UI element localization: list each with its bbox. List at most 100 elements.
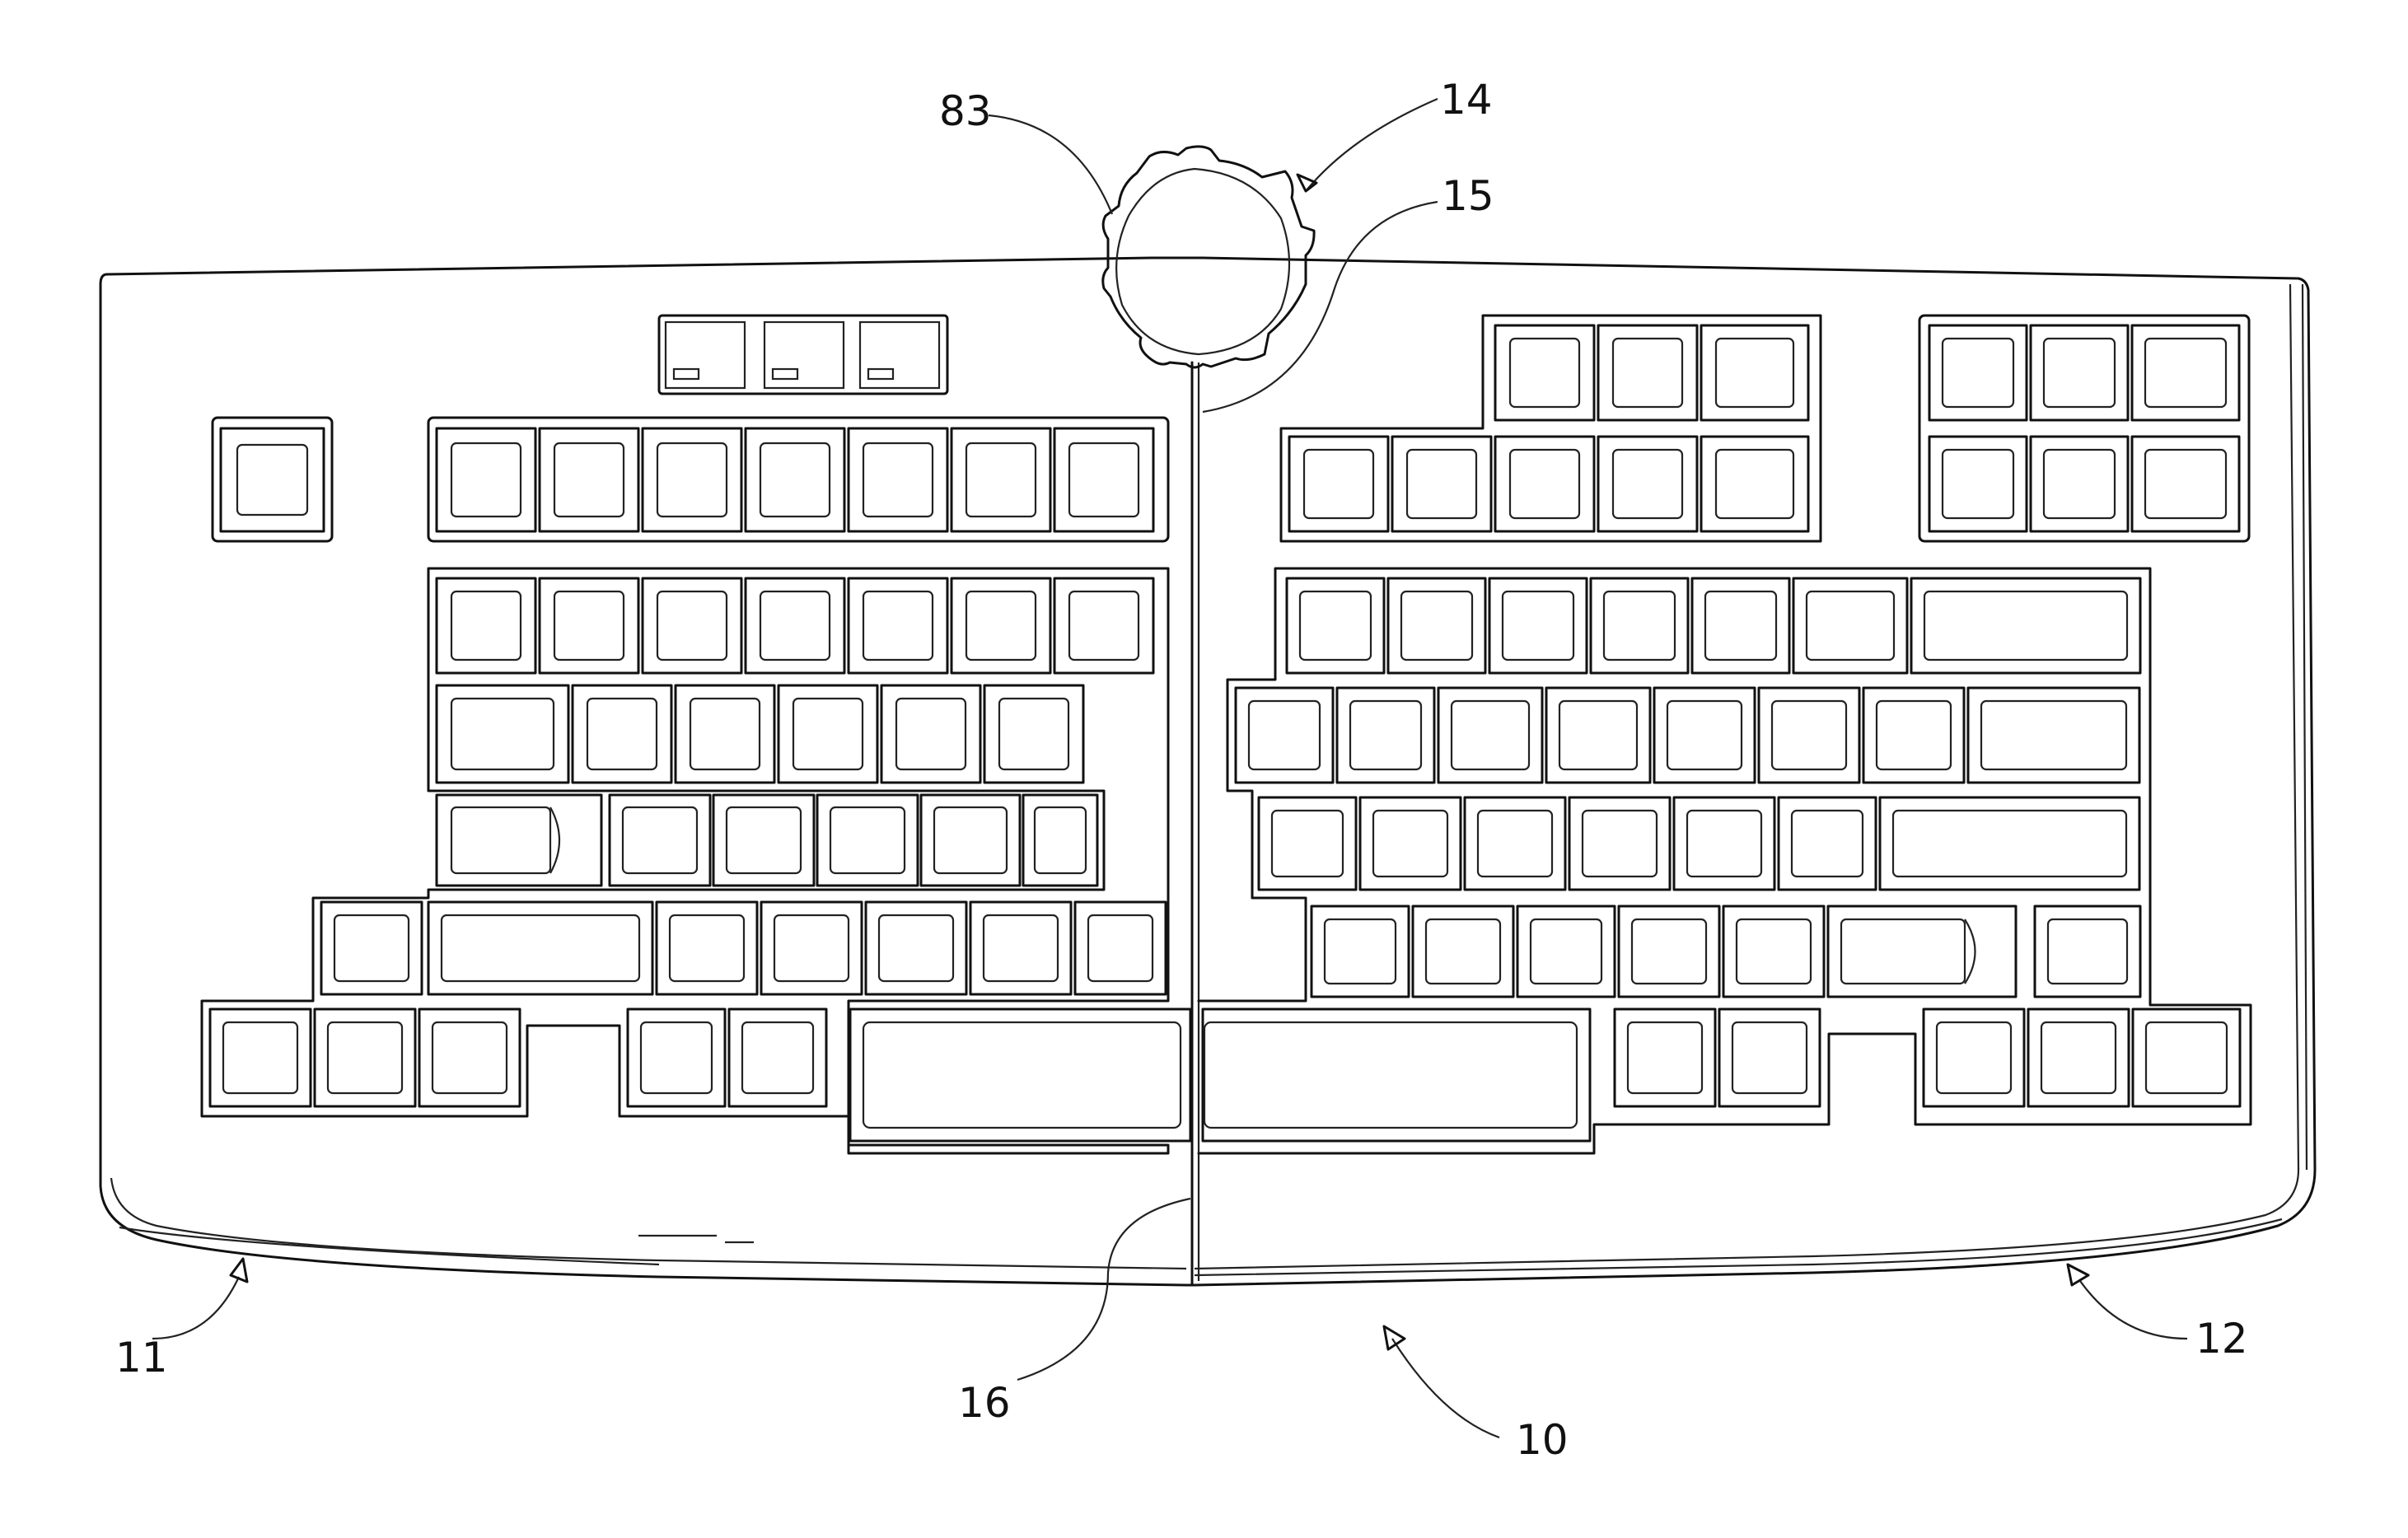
key — [1494, 435, 1596, 533]
key — [880, 684, 982, 784]
ref-14: 14 — [1440, 76, 1493, 124]
key — [1589, 577, 1690, 675]
key — [1568, 796, 1672, 891]
key — [1257, 796, 1358, 891]
keyboard-housing — [99, 256, 2317, 1287]
key — [427, 900, 654, 996]
key — [641, 427, 743, 533]
key — [313, 1007, 417, 1108]
key — [1053, 427, 1155, 533]
key — [950, 427, 1052, 533]
key — [1022, 793, 1099, 887]
key — [538, 427, 640, 533]
key — [1757, 686, 1861, 784]
reference-numerals: 83 14 15 11 16 10 12 — [115, 76, 2248, 1464]
key — [1777, 796, 1877, 891]
key — [919, 793, 1022, 887]
key — [727, 1007, 828, 1108]
key — [2033, 905, 2142, 998]
key — [1922, 1007, 2026, 1108]
key — [1411, 905, 1515, 998]
key — [1613, 1007, 1717, 1108]
key — [1878, 796, 2141, 891]
indicator-panel — [657, 314, 949, 395]
key — [712, 793, 816, 887]
key — [1653, 686, 1756, 784]
key-array — [208, 324, 2242, 1143]
key — [435, 793, 603, 887]
ref-83: 83 — [939, 87, 992, 135]
key — [1073, 900, 1167, 996]
key — [744, 577, 846, 675]
key — [1966, 686, 2141, 784]
key — [2131, 1007, 2242, 1108]
key — [950, 577, 1052, 675]
key — [2029, 435, 2130, 533]
key — [1234, 686, 1335, 784]
ref-11: 11 — [115, 1334, 168, 1381]
key — [983, 684, 1085, 784]
key — [1928, 435, 2028, 533]
key — [1597, 435, 1699, 533]
key — [2029, 324, 2130, 422]
key — [320, 900, 423, 996]
key — [847, 427, 949, 533]
key — [418, 1007, 521, 1108]
ref-15: 15 — [1442, 172, 1494, 220]
key — [1700, 324, 1810, 422]
key — [1910, 577, 2142, 675]
key — [1335, 686, 1436, 784]
leader-lines — [152, 97, 2188, 1439]
key — [641, 577, 743, 675]
key — [760, 900, 863, 996]
key — [1792, 577, 1909, 675]
key — [1722, 905, 1826, 998]
key — [1862, 686, 1966, 784]
key — [1516, 905, 1616, 998]
key — [1358, 796, 1462, 891]
key — [1826, 905, 2018, 998]
key — [1285, 577, 1386, 675]
key — [847, 577, 949, 675]
key — [969, 900, 1073, 996]
key — [435, 684, 570, 784]
key — [1310, 905, 1410, 998]
key — [626, 1007, 727, 1108]
key — [1494, 324, 1596, 422]
key — [1700, 435, 1810, 533]
key — [1391, 435, 1493, 533]
key — [2027, 1007, 2130, 1108]
key — [1386, 577, 1487, 675]
key — [1437, 686, 1544, 784]
key — [1597, 324, 1699, 422]
ref-12: 12 — [2195, 1315, 2248, 1363]
key — [219, 427, 325, 533]
key — [1928, 324, 2028, 422]
key — [744, 427, 846, 533]
spacebar-left — [849, 1007, 1192, 1143]
center-split-line — [1190, 361, 1200, 1287]
key — [1053, 577, 1155, 675]
key — [208, 1007, 312, 1108]
key — [1545, 686, 1652, 784]
key — [608, 793, 712, 887]
key — [1672, 796, 1776, 891]
key — [435, 427, 537, 533]
key — [777, 684, 879, 784]
key — [1488, 577, 1588, 675]
key-clusters — [200, 314, 2252, 1155]
key — [655, 900, 759, 996]
key — [674, 684, 776, 784]
key — [816, 793, 919, 887]
key — [1718, 1007, 1821, 1108]
key — [1690, 577, 1791, 675]
key — [2130, 435, 2241, 533]
key — [538, 577, 640, 675]
ref-10: 10 — [1516, 1416, 1569, 1464]
ref-16: 16 — [958, 1379, 1011, 1427]
key — [571, 684, 673, 784]
spacebar-right — [1201, 1007, 1592, 1143]
key — [1288, 435, 1390, 533]
key — [435, 577, 537, 675]
